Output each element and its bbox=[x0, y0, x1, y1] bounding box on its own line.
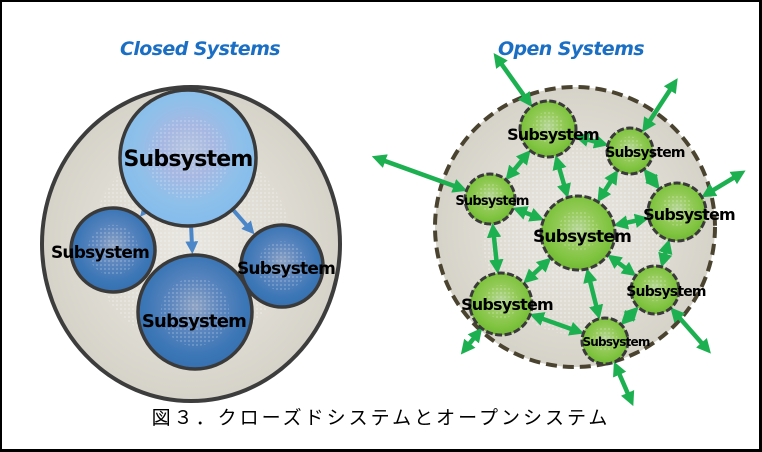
open-subsystem-n8: Subsystem bbox=[580, 316, 651, 366]
open-internal-flow-n3-n7 bbox=[486, 223, 504, 274]
open-subsystem-texture bbox=[483, 284, 519, 320]
open-internal-flow-n4-n6 bbox=[658, 239, 673, 268]
open-external-flow-n8 bbox=[613, 361, 635, 407]
closed-subsystem-texture bbox=[147, 117, 229, 199]
open-subsystem-texture bbox=[557, 210, 599, 252]
open-subsystem-n3: Subsystem bbox=[455, 172, 530, 226]
open-internal-flow-n6-n8 bbox=[620, 306, 639, 326]
open-subsystem-label: Subsystem bbox=[533, 227, 631, 247]
open-subsystem-texture bbox=[661, 194, 693, 226]
closed-subsystem-label: Subsystem bbox=[237, 259, 335, 279]
closed-systems-title: Closed Systems bbox=[120, 38, 280, 60]
closed-subsystem-texture bbox=[257, 241, 307, 291]
closed-subsystem-texture bbox=[160, 277, 230, 347]
open-external-flow-n2 bbox=[642, 78, 678, 133]
open-external-flow-n4 bbox=[701, 170, 746, 198]
open-subsystem-texture bbox=[592, 326, 618, 352]
open-subsystem-texture bbox=[532, 111, 564, 143]
closed-subsystem-right: Subsystem bbox=[237, 223, 336, 309]
open-subsystem-texture bbox=[617, 136, 643, 162]
open-subsystem-label: Subsystem bbox=[626, 284, 706, 300]
open-subsystem-n7: Subsystem bbox=[461, 271, 554, 337]
closed-subsystem-label: Subsystem bbox=[142, 311, 246, 332]
open-internal-flow-n2-n4 bbox=[643, 168, 660, 190]
open-subsystem-n6: Subsystem bbox=[626, 264, 707, 316]
open-subsystem-label: Subsystem bbox=[643, 205, 735, 224]
closed-subsystem-texture bbox=[87, 224, 139, 276]
open-external-flow-n3 bbox=[371, 154, 468, 193]
figure-caption: 図３．クローズドシステムとオープンシステム bbox=[151, 407, 611, 429]
open-internal-flow-n1-n2 bbox=[574, 132, 609, 149]
closed-subsystem-label: Subsystem bbox=[51, 243, 149, 263]
open-systems-title: Open Systems bbox=[498, 38, 644, 60]
open-subsystem-n2: Subsystem bbox=[605, 126, 686, 176]
open-internal-flow-n1-n5 bbox=[552, 155, 571, 199]
open-internal-flow-n3-n5 bbox=[512, 206, 545, 222]
closed-subsystem-top: Subsystem bbox=[118, 88, 258, 228]
open-subsystem-label: Subsystem bbox=[455, 194, 529, 209]
open-systems-diagram: Open Systems SubsystemSubsystemSubsystem… bbox=[371, 38, 746, 407]
open-subsystem-n5: Subsystem bbox=[533, 194, 632, 272]
open-internal-flow-n4-n5 bbox=[613, 213, 650, 230]
closed-systems-diagram: Closed Systems SubsystemSubsystemSubsyst… bbox=[40, 38, 342, 403]
open-subsystem-label: Subsystem bbox=[507, 125, 599, 144]
open-internal-flow-n2-n5 bbox=[597, 169, 619, 203]
open-internal-flow-n7-n8 bbox=[529, 312, 585, 336]
open-internal-flow-n5-n6 bbox=[607, 254, 637, 277]
open-subsystem-n4: Subsystem bbox=[643, 181, 736, 243]
open-subsystem-texture bbox=[476, 183, 504, 211]
open-external-flow-n6 bbox=[670, 307, 711, 354]
closed-subsystem-bottom: Subsystem bbox=[136, 253, 254, 371]
open-subsystem-label: Subsystem bbox=[582, 335, 649, 349]
open-subsystem-label: Subsystem bbox=[461, 295, 553, 314]
open-subsystem-label: Subsystem bbox=[605, 145, 685, 161]
closed-subsystem-label: Subsystem bbox=[124, 147, 253, 172]
open-external-flow-n1 bbox=[493, 53, 533, 107]
closed-subsystem-left: Subsystem bbox=[51, 206, 157, 294]
open-subsystem-texture bbox=[641, 274, 669, 302]
open-internal-flow-n1-n3 bbox=[505, 149, 531, 181]
open-internal-flow-n5-n8 bbox=[583, 268, 604, 320]
open-external-flow-n7 bbox=[460, 327, 483, 355]
open-subsystem-n1: Subsystem bbox=[507, 99, 600, 159]
open-internal-flow-n5-n7 bbox=[523, 257, 552, 284]
